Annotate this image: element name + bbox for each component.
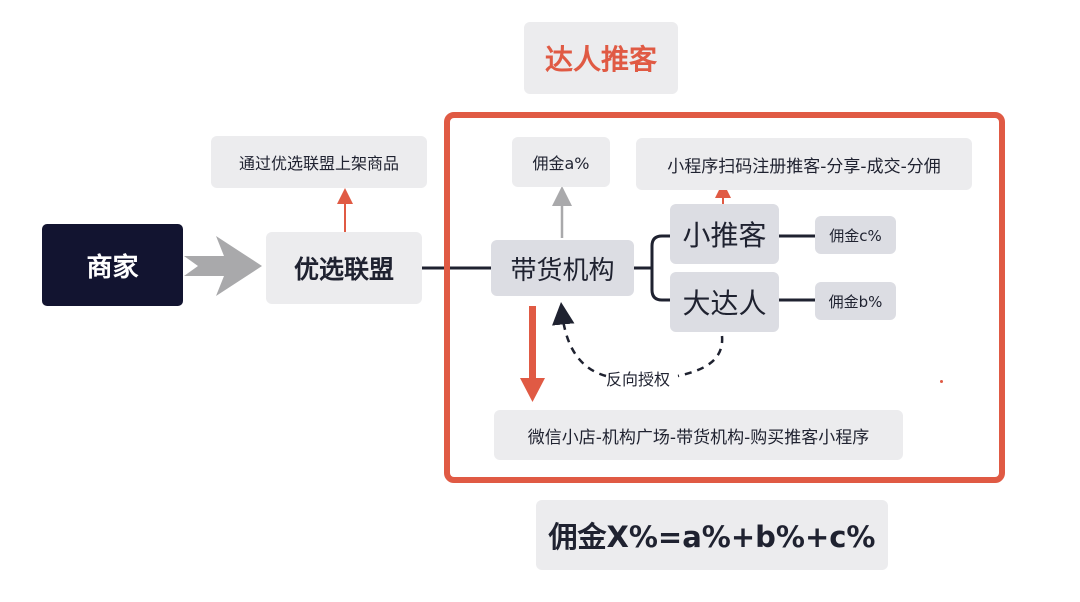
flow-arrow-merchant-to-alliance <box>184 236 262 296</box>
agency-label: 带货机构 <box>510 255 615 286</box>
reverse-auth-label: 反向授权 <box>606 366 670 390</box>
alliance-label: 优选联盟 <box>293 255 394 284</box>
big-talent-node[interactable]: 大达人 <box>670 272 779 332</box>
agency-node[interactable]: 带货机构 <box>491 240 634 296</box>
mini-promoter-node[interactable]: 小推客 <box>670 204 779 264</box>
commission-a-box: 佣金a% <box>512 137 610 187</box>
talent-promoter-frame <box>444 112 1005 483</box>
commission-b-box: 佣金b% <box>815 282 896 320</box>
alliance-node[interactable]: 优选联盟 <box>266 232 422 304</box>
merchant-label: 商家 <box>86 252 139 283</box>
commission-c-box: 佣金c% <box>815 216 896 254</box>
commission-formula-text: 佣金X%=a%+b%+c% <box>548 520 876 554</box>
big-talent-label: 大达人 <box>682 287 767 320</box>
reverse-auth-text: 反向授权 <box>606 370 671 389</box>
page-title: 达人推客 <box>524 22 678 94</box>
commission-c-text: 佣金c% <box>829 226 882 245</box>
bottom-path-text: 微信小店-机构广场-带货机构-购买推客小程序 <box>527 427 870 448</box>
mini-promoter-label: 小推客 <box>682 219 767 252</box>
commission-b-text: 佣金b% <box>828 292 883 311</box>
commission-a-text: 佣金a% <box>532 154 590 173</box>
stray-mark <box>940 380 943 383</box>
alliance-note: 通过优选联盟上架商品 <box>211 136 427 188</box>
page-title-text: 达人推客 <box>544 43 657 76</box>
alliance-note-text: 通过优选联盟上架商品 <box>238 154 399 173</box>
merchant-node[interactable]: 商家 <box>42 224 183 306</box>
mini-promoter-note-text: 小程序扫码注册推客-分享-成交-分佣 <box>667 156 941 177</box>
bottom-path-box: 微信小店-机构广场-带货机构-购买推客小程序 <box>494 410 903 460</box>
commission-formula: 佣金X%=a%+b%+c% <box>536 500 888 570</box>
mini-promoter-note: 小程序扫码注册推客-分享-成交-分佣 <box>636 138 972 190</box>
